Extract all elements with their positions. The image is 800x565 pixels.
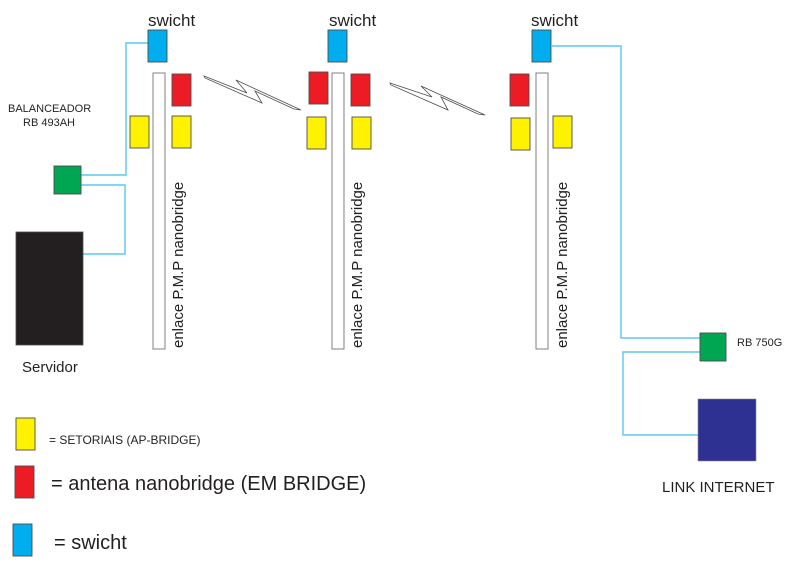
- sectorial-antenna-2b: [351, 116, 372, 150]
- wire-switch3-to-rb750: [552, 45, 700, 339]
- nanobridge-antenna-3: [509, 73, 530, 107]
- pole-2: [331, 72, 345, 350]
- legend-sectorial-label: = SETORIAIS (AP-BRIDGE): [49, 433, 200, 447]
- pole-3-label: enlace P.M.P nanobridge: [554, 182, 571, 348]
- wire-rb750-to-internet: [622, 351, 700, 436]
- rb750-router: [699, 332, 727, 362]
- switch-3-label: swicht: [531, 11, 579, 30]
- wire-balanceador-to-servidor: [80, 184, 126, 255]
- switch-1: [147, 29, 168, 63]
- pole-1: [152, 72, 166, 350]
- nanobridge-antenna-1: [171, 73, 192, 107]
- sectorial-antenna-1b: [171, 115, 192, 149]
- sectorial-antenna-3b: [552, 115, 573, 149]
- pole-2-label: enlace P.M.P nanobridge: [349, 182, 366, 348]
- sectorial-antenna-3a: [510, 117, 531, 151]
- nanobridge-antenna-2a: [308, 71, 329, 105]
- legend-nanobridge-label: = antena nanobridge (EM BRIDGE): [51, 473, 366, 495]
- balanceador-router: [53, 165, 82, 195]
- legend-switch-label: = swicht: [54, 532, 127, 554]
- link-internet: [697, 398, 757, 462]
- pole-3: [535, 72, 549, 350]
- legend-sectorial-icon: [15, 417, 36, 451]
- balanceador-label: BALANCEADOR: [8, 103, 91, 115]
- wire-switch1-to-balanceador: [80, 42, 148, 176]
- legend-switch-icon: [12, 523, 33, 557]
- legend-nanobridge-icon: [14, 465, 35, 499]
- balanceador-model-label: RB 493AH: [23, 117, 75, 129]
- nanobridge-antenna-2b: [350, 73, 371, 107]
- switch-2: [327, 29, 348, 63]
- wireless-link-2-icon: [389, 82, 486, 116]
- switch-1-label: swicht: [148, 11, 196, 30]
- sectorial-antenna-2a: [306, 116, 327, 150]
- link-internet-label: LINK INTERNET: [662, 479, 775, 496]
- servidor: [15, 231, 84, 346]
- switch-2-label: swicht: [329, 11, 377, 30]
- rb750-label: RB 750G: [737, 337, 782, 349]
- servidor-label: Servidor: [22, 359, 78, 376]
- wireless-link-1-icon: [203, 75, 302, 111]
- legend: = SETORIAIS (AP-BRIDGE) = antena nanobri…: [12, 417, 366, 557]
- pole-1-label: enlace P.M.P nanobridge: [170, 182, 187, 348]
- switch-3: [531, 29, 552, 63]
- sectorial-antenna-1a: [129, 115, 150, 149]
